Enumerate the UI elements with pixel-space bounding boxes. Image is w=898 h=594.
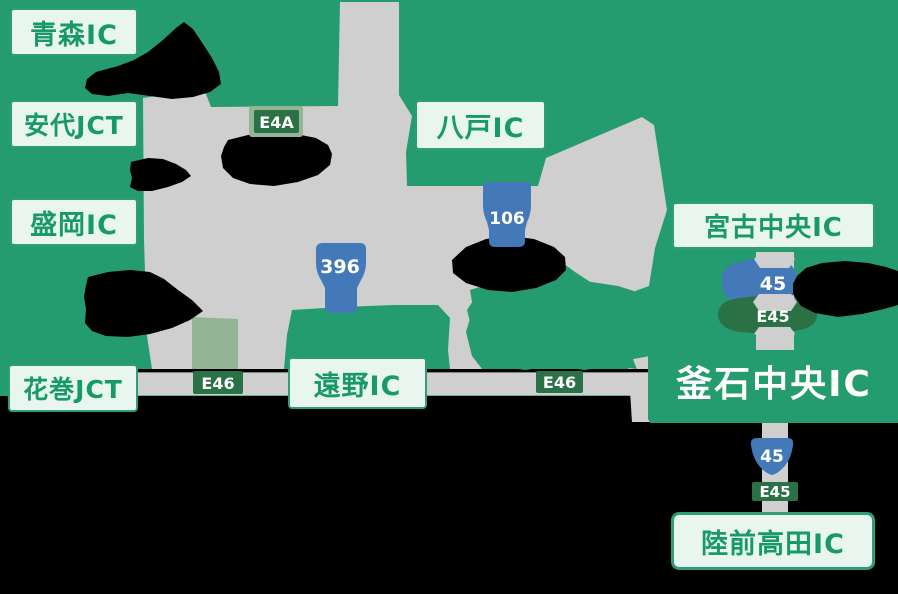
label-aomori-ic: 青森IC (10, 8, 138, 56)
blob-e4a (221, 133, 332, 186)
shield-e45-rikuzen: E45 (752, 482, 798, 501)
label-miyako-chuo-ic: 宮古中央IC (672, 202, 875, 249)
label-kamaishi-chuo-ic: 釜石中央IC (676, 364, 872, 405)
shield-route106-text: 106 (489, 209, 525, 229)
label-tono-ic: 遠野IC (288, 357, 427, 409)
shield-route45-miyako-text: 45 (760, 273, 786, 295)
label-morioka-ic: 盛岡IC (10, 198, 138, 246)
shield-e4a-text: E4A (259, 113, 294, 132)
shield-route45-rikuzen-text: 45 (760, 447, 784, 467)
shield-e4a: E4A (249, 106, 303, 137)
shield-e45-rikuzen-text: E45 (759, 483, 790, 501)
shield-e46-tono-text: E46 (543, 373, 576, 392)
blob-morioka-arrow (84, 270, 203, 337)
kamaishi-area-box (648, 350, 898, 423)
shield-route396: 396 (316, 243, 366, 313)
sage-road-segment (192, 317, 238, 371)
blob-route106 (452, 236, 566, 292)
shield-route396-text: 396 (320, 256, 360, 278)
shield-e46-hanamaki: E46 (193, 371, 243, 394)
label-rikuzentakata-ic: 陸前高田IC (671, 512, 875, 570)
label-hachinohe-ic: 八戸IC (415, 100, 546, 150)
label-ashiro-jct: 安代JCT (10, 100, 138, 148)
blob-aomori (85, 22, 221, 99)
blob-ashiro-arrow (130, 158, 191, 191)
shield-e46-tono: E46 (536, 371, 583, 393)
ink-blobs (84, 22, 566, 337)
blob-miyako (793, 261, 898, 317)
shield-e46-hanamaki-text: E46 (201, 374, 234, 393)
shield-route45-rikuzen: 45 (750, 438, 794, 475)
terrain-blobs (288, 280, 641, 370)
road-chunks-miyako (753, 253, 797, 341)
shield-route45-miyako (721, 258, 797, 306)
label-hanamaki-jct: 花巻JCT (8, 364, 138, 412)
shield-e45-miyako-text: E45 (756, 307, 789, 326)
shield-route106: 106 (483, 182, 531, 247)
